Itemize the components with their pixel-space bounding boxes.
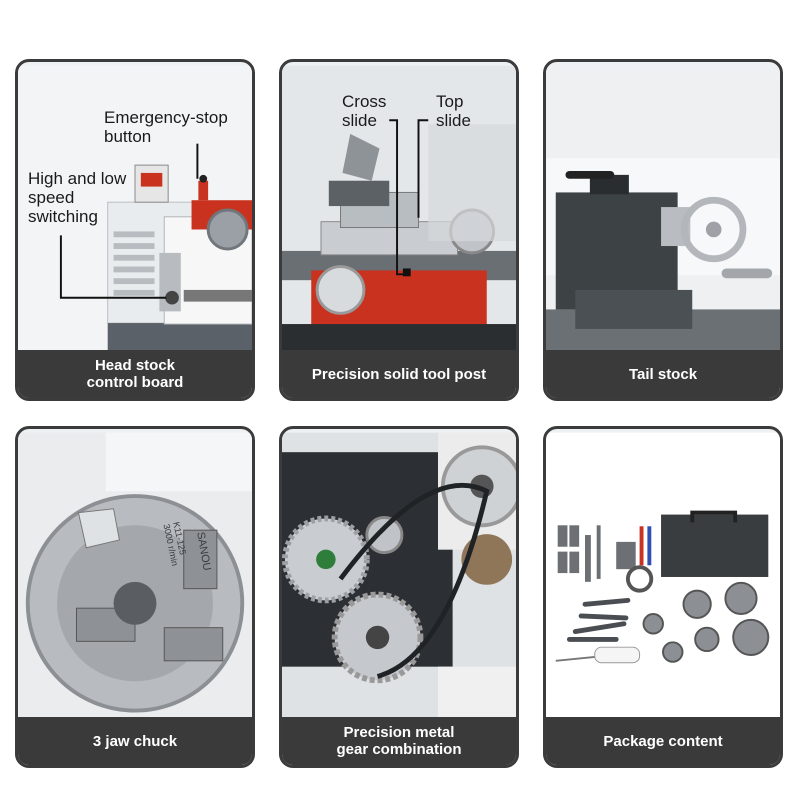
jaw-chuck-caption: 3 jaw chuck (18, 717, 252, 765)
head-stock-illustration (18, 65, 252, 353)
tool-post-caption: Precision solid tool post (282, 350, 516, 398)
tail-stock-photo (546, 62, 780, 356)
card-head-stock: Emergency-stop button High and low speed… (15, 59, 255, 401)
package-illustration (546, 432, 780, 720)
emergency-stop-label: Emergency-stop button (104, 108, 228, 146)
card-package-content: Package content (543, 426, 783, 768)
tail-stock-caption: Tail stock (546, 350, 780, 398)
jaw-chuck-photo (18, 429, 252, 723)
card-tail-stock: Tail stock (543, 59, 783, 401)
head-stock-photo (18, 62, 252, 356)
gear-illustration (282, 432, 516, 720)
package-photo (546, 429, 780, 723)
card-tool-post: Cross slide Top slide Precision solid to… (279, 59, 519, 401)
head-stock-caption: Head stock control board (18, 350, 252, 398)
tail-stock-illustration (546, 65, 780, 353)
speed-switching-label: High and low speed switching (28, 169, 127, 226)
cross-slide-label: Cross slide (342, 92, 387, 130)
card-jaw-chuck: SANOU K11-125 3000 r/min 3 jaw chuck (15, 426, 255, 768)
tool-post-photo (282, 62, 516, 356)
card-gear-combination: Precision metal gear combination (279, 426, 519, 768)
tool-post-illustration (282, 65, 516, 353)
jaw-chuck-illustration (18, 432, 252, 720)
top-slide-label: Top slide (436, 92, 471, 130)
gear-photo (282, 429, 516, 723)
gear-caption: Precision metal gear combination (282, 717, 516, 765)
package-caption: Package content (546, 717, 780, 765)
